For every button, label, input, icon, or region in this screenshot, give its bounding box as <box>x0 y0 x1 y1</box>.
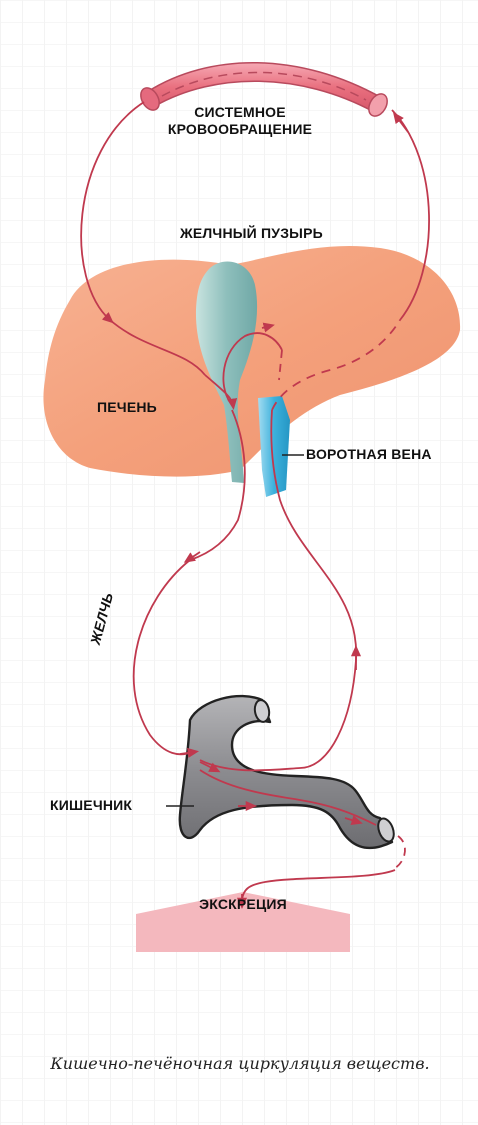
label-portal-vein: ВОРОТНАЯ ВЕНА <box>306 446 432 463</box>
figure-caption: Кишечно-печёночная циркуляция веществ. <box>40 1052 440 1076</box>
label-excretion: ЭКСКРЕЦИЯ <box>136 896 350 913</box>
label-systemic-circulation: СИСТЕМНОЕ КРОВООБРАЩЕНИЕ <box>160 104 320 138</box>
label-intestine: КИШЕЧНИК <box>50 797 132 814</box>
label-gallbladder: ЖЕЛЧНЫЙ ПУЗЫРЬ <box>180 225 323 242</box>
label-liver: ПЕЧЕНЬ <box>97 399 157 416</box>
intestine-shape <box>180 696 397 848</box>
portal-vein-shape <box>258 396 290 497</box>
